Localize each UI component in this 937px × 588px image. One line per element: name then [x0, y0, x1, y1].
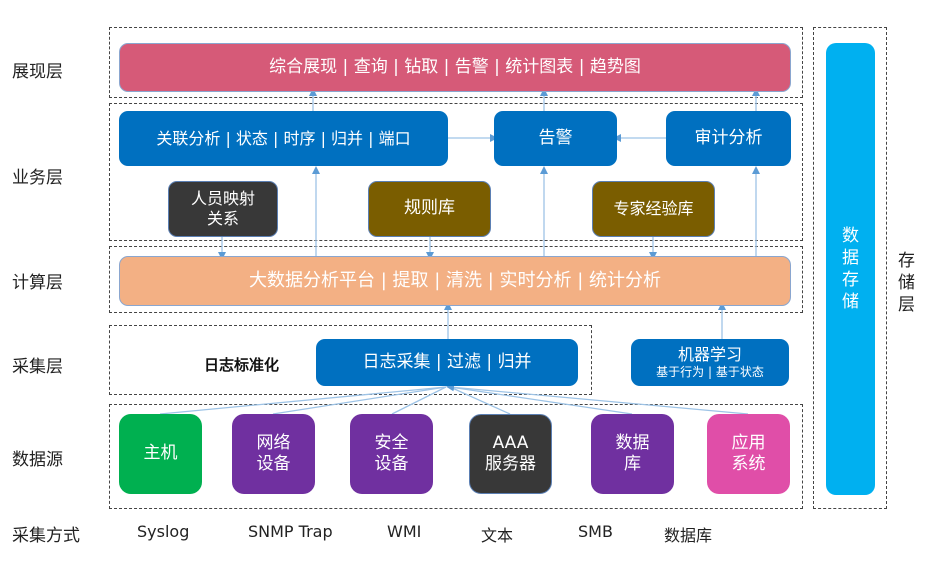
collection-method-item: SMB [578, 522, 613, 541]
storage-char: 存 [842, 270, 859, 290]
layer-label-collection: 采集层 [12, 357, 63, 377]
data-source-label-line: 服务器 [485, 454, 536, 474]
data-source-label-line: 应用 [731, 432, 766, 453]
storage-char: 数 [842, 225, 859, 246]
data-storage-bar[interactable]: 数 据 存 储 [826, 43, 875, 495]
collection-method-item: 文本 [481, 526, 514, 545]
storage-char: 据 [842, 247, 859, 268]
data-source-label-line: 数据 [615, 432, 650, 453]
business-layer-group [109, 103, 803, 241]
layer-label-compute: 计算层 [12, 273, 63, 293]
layer-label-collection-method: 采集方式 [12, 526, 80, 546]
collection-method-item: SNMP Trap [248, 522, 333, 541]
machine-learning-subtitle: 基于行为 | 基于状态 [656, 365, 764, 379]
data-source-label-line: 网络 [256, 432, 291, 453]
audit-analysis-box[interactable]: 审计分析 [666, 111, 791, 166]
storage-char: 储 [842, 292, 859, 313]
data-source-label-line: 库 [624, 454, 641, 474]
big-data-platform-bar[interactable]: 大数据分析平台 | 提取 | 清洗 | 实时分析 | 统计分析 [119, 256, 791, 306]
data-source-layer-group [109, 404, 803, 509]
layer-label-storage: 存 储 层 [898, 250, 915, 316]
layer-label-presentation: 展现层 [12, 62, 63, 82]
storage-layer-char: 储 [898, 273, 915, 294]
compute-layer-group [109, 246, 803, 313]
layer-label-business: 业务层 [12, 168, 63, 188]
data-source-network-device[interactable]: 网络设备 [232, 414, 315, 494]
data-source-label-line: 设备 [256, 454, 291, 474]
data-source-label-line: 设备 [374, 454, 409, 474]
data-source-security-device[interactable]: 安全设备 [350, 414, 433, 494]
person-mapping-box[interactable]: 人员映射 关系 [168, 181, 278, 237]
correlation-analysis-box[interactable]: 关联分析 | 状态 | 时序 | 归并 | 端口 [119, 111, 448, 166]
log-normalization-label: 日志标准化 [204, 356, 280, 374]
data-source-label-line: 系统 [731, 454, 766, 474]
data-source-application-system[interactable]: 应用系统 [707, 414, 790, 494]
data-source-label-line: 主机 [143, 443, 178, 464]
alert-box[interactable]: 告警 [494, 111, 617, 166]
rule-base-box[interactable]: 规则库 [368, 181, 491, 237]
machine-learning-title: 机器学习 [677, 345, 742, 364]
log-collection-box[interactable]: 日志采集 | 过滤 | 归并 [316, 339, 578, 386]
person-mapping-line-2: 关系 [206, 209, 239, 228]
person-mapping-line-1: 人员映射 [190, 189, 255, 208]
data-source-label-line: 安全 [374, 432, 409, 453]
collection-method-item: Syslog [137, 522, 190, 541]
collection-method-item: WMI [387, 522, 422, 541]
data-source-label-line: AAA [492, 432, 529, 453]
storage-layer-char: 层 [898, 295, 915, 316]
presentation-layer-group [109, 27, 803, 98]
data-source-host[interactable]: 主机 [119, 414, 202, 494]
layer-label-data-source: 数据源 [12, 450, 63, 470]
storage-layer-group [813, 27, 887, 509]
collection-method-item: 数据库 [664, 526, 713, 545]
presentation-bar[interactable]: 综合展现 | 查询 | 钻取 | 告警 | 统计图表 | 趋势图 [119, 43, 791, 92]
machine-learning-box[interactable]: 机器学习 基于行为 | 基于状态 [631, 339, 789, 386]
expert-knowledge-base-box[interactable]: 专家经验库 [592, 181, 715, 237]
data-source-database[interactable]: 数据库 [591, 414, 674, 494]
storage-layer-char: 存 [898, 251, 915, 271]
